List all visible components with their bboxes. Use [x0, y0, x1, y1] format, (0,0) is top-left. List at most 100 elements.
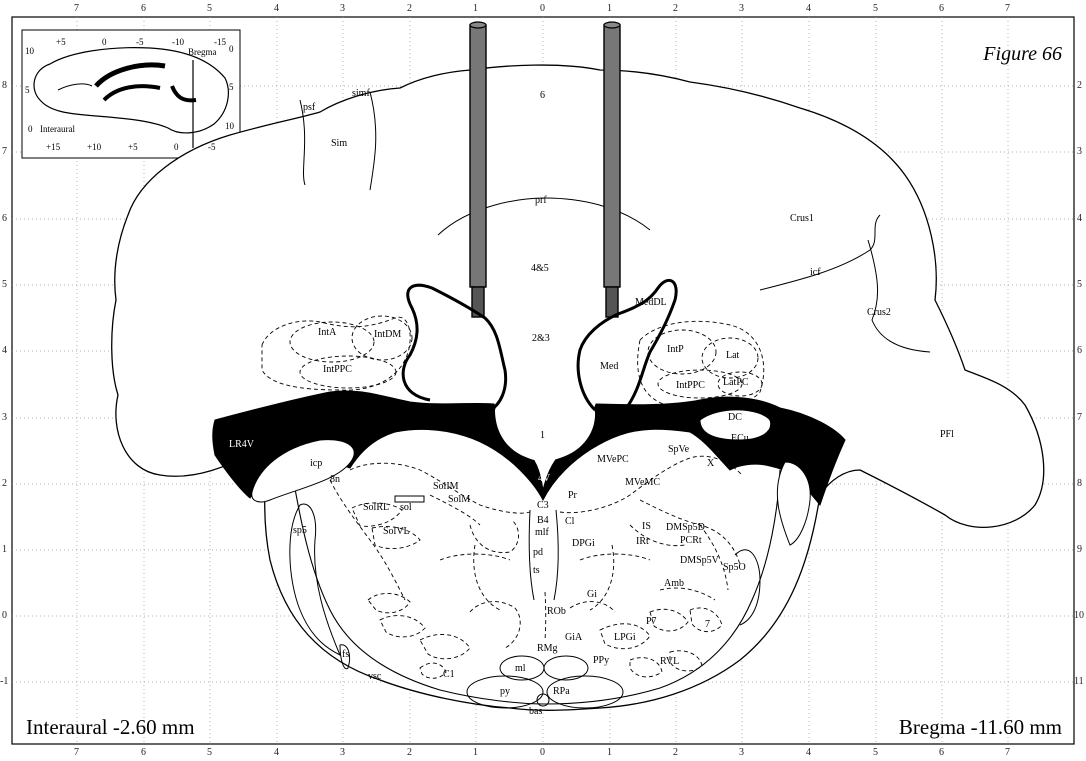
label-solm: SolM — [448, 495, 470, 505]
label-sim: Sim — [331, 139, 347, 149]
label-intppc-left: IntPPC — [323, 365, 352, 375]
inset-tick: +10 — [87, 142, 101, 152]
inset-tick: 0 — [229, 44, 234, 54]
inset-tick: 0 — [102, 37, 107, 47]
ruler-tick: -1 — [0, 676, 8, 687]
label-lr4v: LR4V — [229, 440, 254, 450]
label-gia: GiA — [565, 633, 582, 643]
cerebellum-outline — [112, 65, 1044, 710]
label-icp: icp — [310, 459, 322, 469]
ruler-tick: 7 — [74, 747, 79, 758]
ruler-tick: 4 — [274, 747, 279, 758]
ruler-tick: 1 — [473, 3, 478, 14]
inset-tick: +15 — [46, 142, 60, 152]
ruler-tick: 7 — [74, 3, 79, 14]
label-gi: Gi — [587, 590, 597, 600]
inset-tick: 0 — [28, 124, 33, 134]
label-rvl: RVL — [660, 657, 679, 667]
label-mlf: mlf — [535, 528, 549, 538]
ruler-tick: 5 — [207, 747, 212, 758]
ruler-tick: 5 — [207, 3, 212, 14]
ruler-tick: 3 — [1077, 146, 1082, 157]
label-solrl: SolRL — [363, 503, 389, 513]
ruler-tick: 2 — [673, 3, 678, 14]
label-amb: Amb — [664, 579, 684, 589]
label-rmg: RMg — [537, 644, 558, 654]
label-crus2: Crus2 — [867, 308, 891, 318]
inset-interaural: Interaural — [40, 124, 75, 134]
ruler-tick: 1 — [607, 3, 612, 14]
label-dc: DC — [728, 413, 742, 423]
ruler-tick: 4 — [274, 3, 279, 14]
label-x: X — [707, 459, 714, 469]
label-psf: psf — [303, 103, 315, 113]
label-bas: bas — [529, 707, 542, 717]
ruler-tick: 6 — [141, 3, 146, 14]
label-rob: ROb — [547, 607, 566, 617]
label-mvemc: MVeMC — [625, 478, 660, 488]
inset-tick: -5 — [136, 37, 144, 47]
label-dmsp5v: DMSp5V — [680, 556, 719, 566]
label-2and3: 2&3 — [532, 334, 550, 344]
ruler-tick: 6 — [1077, 345, 1082, 356]
inset-tick: 0 — [174, 142, 179, 152]
inset-tick: 10 — [225, 121, 234, 131]
label-simf: simf — [352, 89, 370, 99]
ruler-tick: 2 — [407, 747, 412, 758]
inset-tick: +5 — [56, 37, 66, 47]
ruler-tick: 1 — [607, 747, 612, 758]
label-pr: Pr — [568, 491, 577, 501]
label-intp: IntP — [667, 345, 684, 355]
label-sol: sol — [400, 503, 412, 513]
inset-tick: 5 — [25, 85, 30, 95]
label-intppc-right: IntPPC — [676, 381, 705, 391]
ruler-tick: 1 — [2, 544, 7, 555]
label-lpgi: LPGi — [614, 633, 636, 643]
ruler-tick: 5 — [1077, 279, 1082, 290]
label-c1: C1 — [443, 670, 455, 680]
figure-title: Figure 66 — [983, 43, 1062, 66]
inset-tick: -15 — [214, 37, 226, 47]
label-dmsp5d: DMSp5D — [666, 523, 705, 533]
label-rpa: RPa — [553, 687, 570, 697]
label-sp5: sp5 — [293, 526, 307, 536]
ruler-tick: 8 — [1077, 478, 1082, 489]
label-solim: SolIM — [433, 482, 459, 492]
ruler-tick: 4 — [2, 345, 7, 356]
label-4and5: 4&5 — [531, 264, 549, 274]
ruler-tick: 6 — [939, 747, 944, 758]
ruler-tick: 5 — [873, 3, 878, 14]
label-fs: fs — [342, 650, 349, 660]
ruler-tick: 0 — [2, 610, 7, 621]
ruler-tick: 4 — [1077, 213, 1082, 224]
label-pd: pd — [533, 548, 543, 558]
ruler-tick: 4 — [806, 3, 811, 14]
label-lat: Lat — [726, 351, 739, 361]
inset-bregma: Bregma — [188, 47, 217, 57]
label-6: 6 — [540, 91, 545, 101]
bregma-coordinate: Bregma -11.60 mm — [899, 715, 1062, 740]
label-latpc: LatPC — [723, 378, 749, 388]
ruler-tick: 3 — [340, 747, 345, 758]
label-is: IS — [642, 522, 651, 532]
ruler-tick: 2 — [407, 3, 412, 14]
ruler-tick: 4 — [806, 747, 811, 758]
label-ecu: ECu — [731, 434, 749, 444]
ruler-tick: 3 — [739, 3, 744, 14]
ruler-tick: 6 — [939, 3, 944, 14]
label-intdm: IntDM — [374, 330, 401, 340]
ruler-tick: 2 — [1077, 80, 1082, 91]
ruler-tick: 8 — [2, 80, 7, 91]
ruler-tick: 2 — [2, 478, 7, 489]
label-ppy: PPy — [593, 656, 609, 666]
label-solvl: SolVL — [383, 527, 410, 537]
ruler-tick: 7 — [1077, 412, 1082, 423]
label-med: Med — [600, 362, 618, 372]
label-ml: ml — [515, 664, 526, 674]
ruler-tick: 0 — [540, 3, 545, 14]
ruler-tick: 3 — [340, 3, 345, 14]
label-irt: IRt — [636, 537, 649, 547]
label-p7: P7 — [646, 617, 657, 627]
label-inta: IntA — [318, 328, 336, 338]
label-1: 1 — [540, 431, 545, 441]
